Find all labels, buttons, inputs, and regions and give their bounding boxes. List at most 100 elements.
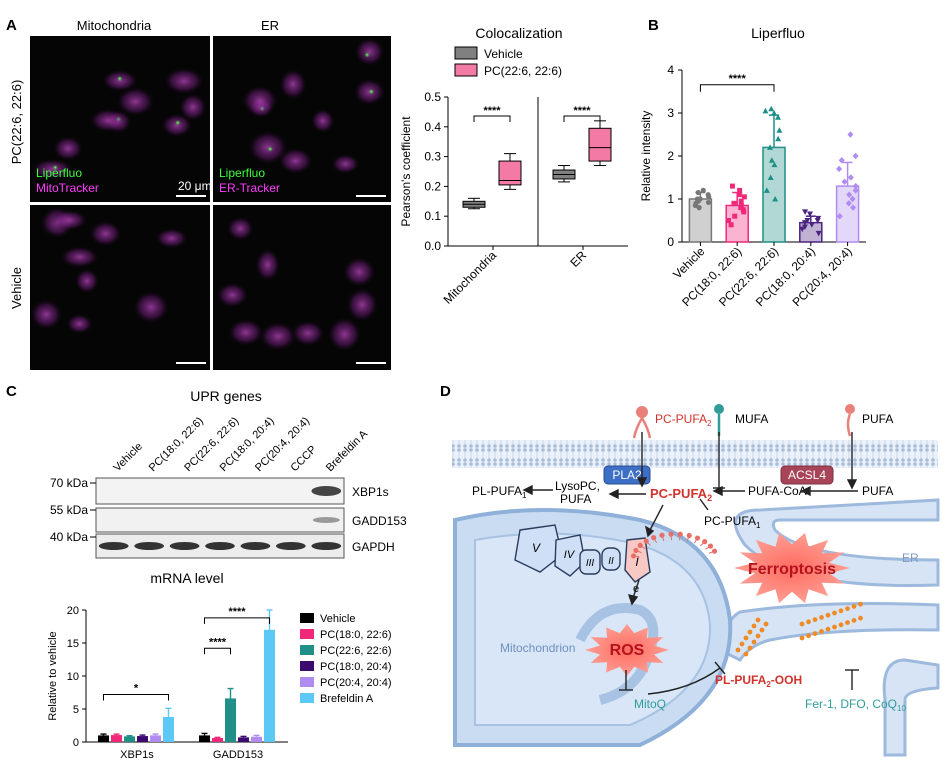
legend-swatch bbox=[454, 46, 478, 60]
cell bbox=[52, 135, 84, 162]
bar bbox=[124, 736, 135, 742]
cell bbox=[277, 147, 314, 175]
significance-bracket bbox=[563, 115, 601, 122]
blot-title: UPR genes bbox=[190, 388, 262, 404]
y-tick-label: 0 bbox=[73, 737, 79, 749]
label-pl-pufa2-ooh: PL-PUFA2-OOH bbox=[715, 673, 802, 689]
lipid-bilayer-er-1 bbox=[735, 617, 769, 657]
ferroptosis-burst bbox=[734, 532, 850, 604]
x-tick-label: GADD153 bbox=[213, 749, 263, 761]
data-point bbox=[697, 196, 703, 202]
cell bbox=[227, 318, 265, 347]
legend-swatch bbox=[454, 63, 478, 77]
legend-label: PC(18:0, 22:6) bbox=[320, 629, 392, 641]
lipid-tail bbox=[686, 535, 690, 542]
band bbox=[98, 542, 129, 550]
cell bbox=[29, 298, 63, 331]
lipid-tail bbox=[693, 537, 698, 544]
lipid-head bbox=[838, 622, 844, 628]
lipid-head bbox=[812, 631, 818, 636]
cell bbox=[89, 108, 127, 133]
y-tick-label: 15 bbox=[67, 638, 79, 650]
bar bbox=[264, 629, 275, 742]
data-point bbox=[850, 204, 857, 211]
er-sheet-3 bbox=[882, 658, 940, 757]
cell bbox=[88, 220, 123, 247]
y-tick-label: 4 bbox=[667, 63, 674, 77]
legend-label: PC(22:6, 22:6) bbox=[320, 645, 392, 657]
legend-label: Vehicle bbox=[320, 613, 355, 625]
data-point bbox=[706, 194, 712, 200]
lipid-peroxide-spot bbox=[364, 51, 371, 58]
y-tick-label: 2 bbox=[667, 149, 674, 163]
data-point bbox=[846, 191, 853, 198]
data-point bbox=[762, 107, 769, 114]
data-point bbox=[775, 135, 782, 142]
legend-label: PC(22:6, 22:6) bbox=[484, 64, 562, 78]
lipid-head bbox=[743, 635, 749, 641]
lipid-peroxide-spot bbox=[174, 119, 181, 126]
legend-swatch bbox=[300, 629, 314, 639]
lipid-tail bbox=[645, 540, 651, 546]
lipid-head bbox=[845, 606, 850, 611]
data-point bbox=[772, 196, 779, 202]
band bbox=[311, 542, 342, 550]
etc-complexes: V IV III II I bbox=[514, 524, 651, 583]
label-ros: ROS bbox=[610, 642, 645, 659]
lipid-tail bbox=[708, 550, 715, 554]
lipid-head bbox=[743, 651, 749, 657]
label-pufa-right: PUFA bbox=[862, 484, 893, 498]
cell bbox=[59, 245, 100, 269]
band bbox=[275, 542, 306, 550]
data-point bbox=[838, 157, 845, 164]
bar bbox=[150, 735, 161, 742]
data-point bbox=[736, 192, 742, 198]
lipid-tail bbox=[639, 544, 646, 550]
panel-label-c: C bbox=[6, 383, 17, 400]
lipid-tail bbox=[633, 555, 640, 558]
data-point bbox=[776, 127, 783, 133]
lane-label: Brefeldin A bbox=[324, 428, 371, 475]
y-tick-label: 0.5 bbox=[424, 90, 441, 104]
lane-label: CCCP bbox=[288, 444, 319, 475]
lipid-head bbox=[812, 617, 818, 622]
cell bbox=[51, 209, 88, 231]
cell bbox=[30, 158, 75, 181]
bar bbox=[238, 737, 249, 742]
cristae bbox=[575, 603, 659, 705]
data-point bbox=[814, 218, 821, 224]
legend-label: Vehicle bbox=[484, 47, 523, 61]
legend-swatch bbox=[300, 677, 314, 687]
y-tick-label: 0.2 bbox=[424, 179, 441, 193]
lipid-tail bbox=[700, 541, 706, 547]
lipid-head bbox=[858, 601, 863, 607]
cell bbox=[240, 84, 279, 117]
data-point bbox=[768, 105, 775, 112]
band-label: XBP1s bbox=[352, 485, 389, 499]
cell bbox=[132, 290, 170, 325]
lipid-head bbox=[858, 615, 863, 621]
lipid-peroxide-spot bbox=[368, 88, 375, 95]
label-pla2: PLA2 bbox=[612, 468, 642, 482]
legend-swatch bbox=[300, 661, 314, 671]
data-point bbox=[731, 200, 737, 206]
pufa-lipid-icon bbox=[845, 404, 855, 437]
data-point bbox=[771, 161, 778, 168]
micro-row-pc: PC(22:6, 22:6) bbox=[9, 80, 24, 165]
box bbox=[588, 127, 612, 162]
data-point bbox=[732, 213, 738, 219]
data-point bbox=[852, 187, 859, 194]
lipid-head bbox=[759, 627, 765, 633]
legend-ertracker: ER-Tracker bbox=[219, 181, 280, 195]
micro-row-vehicle: Vehicle bbox=[9, 267, 24, 309]
label-pc-pufa2-mid: PC-PUFA2 bbox=[650, 486, 712, 503]
mw-label: 40 kDa bbox=[50, 530, 88, 544]
label-pc-pufa2-top: PC-PUFA2 bbox=[655, 412, 712, 428]
cell bbox=[310, 108, 336, 134]
significance-bracket bbox=[204, 647, 231, 655]
y-tick-label: 20 bbox=[67, 605, 79, 617]
y-tick-label: 0.4 bbox=[424, 120, 441, 134]
lipid-bilayer-er-2 bbox=[799, 601, 863, 641]
legend-label: PC(18:0, 20:4) bbox=[320, 661, 392, 673]
